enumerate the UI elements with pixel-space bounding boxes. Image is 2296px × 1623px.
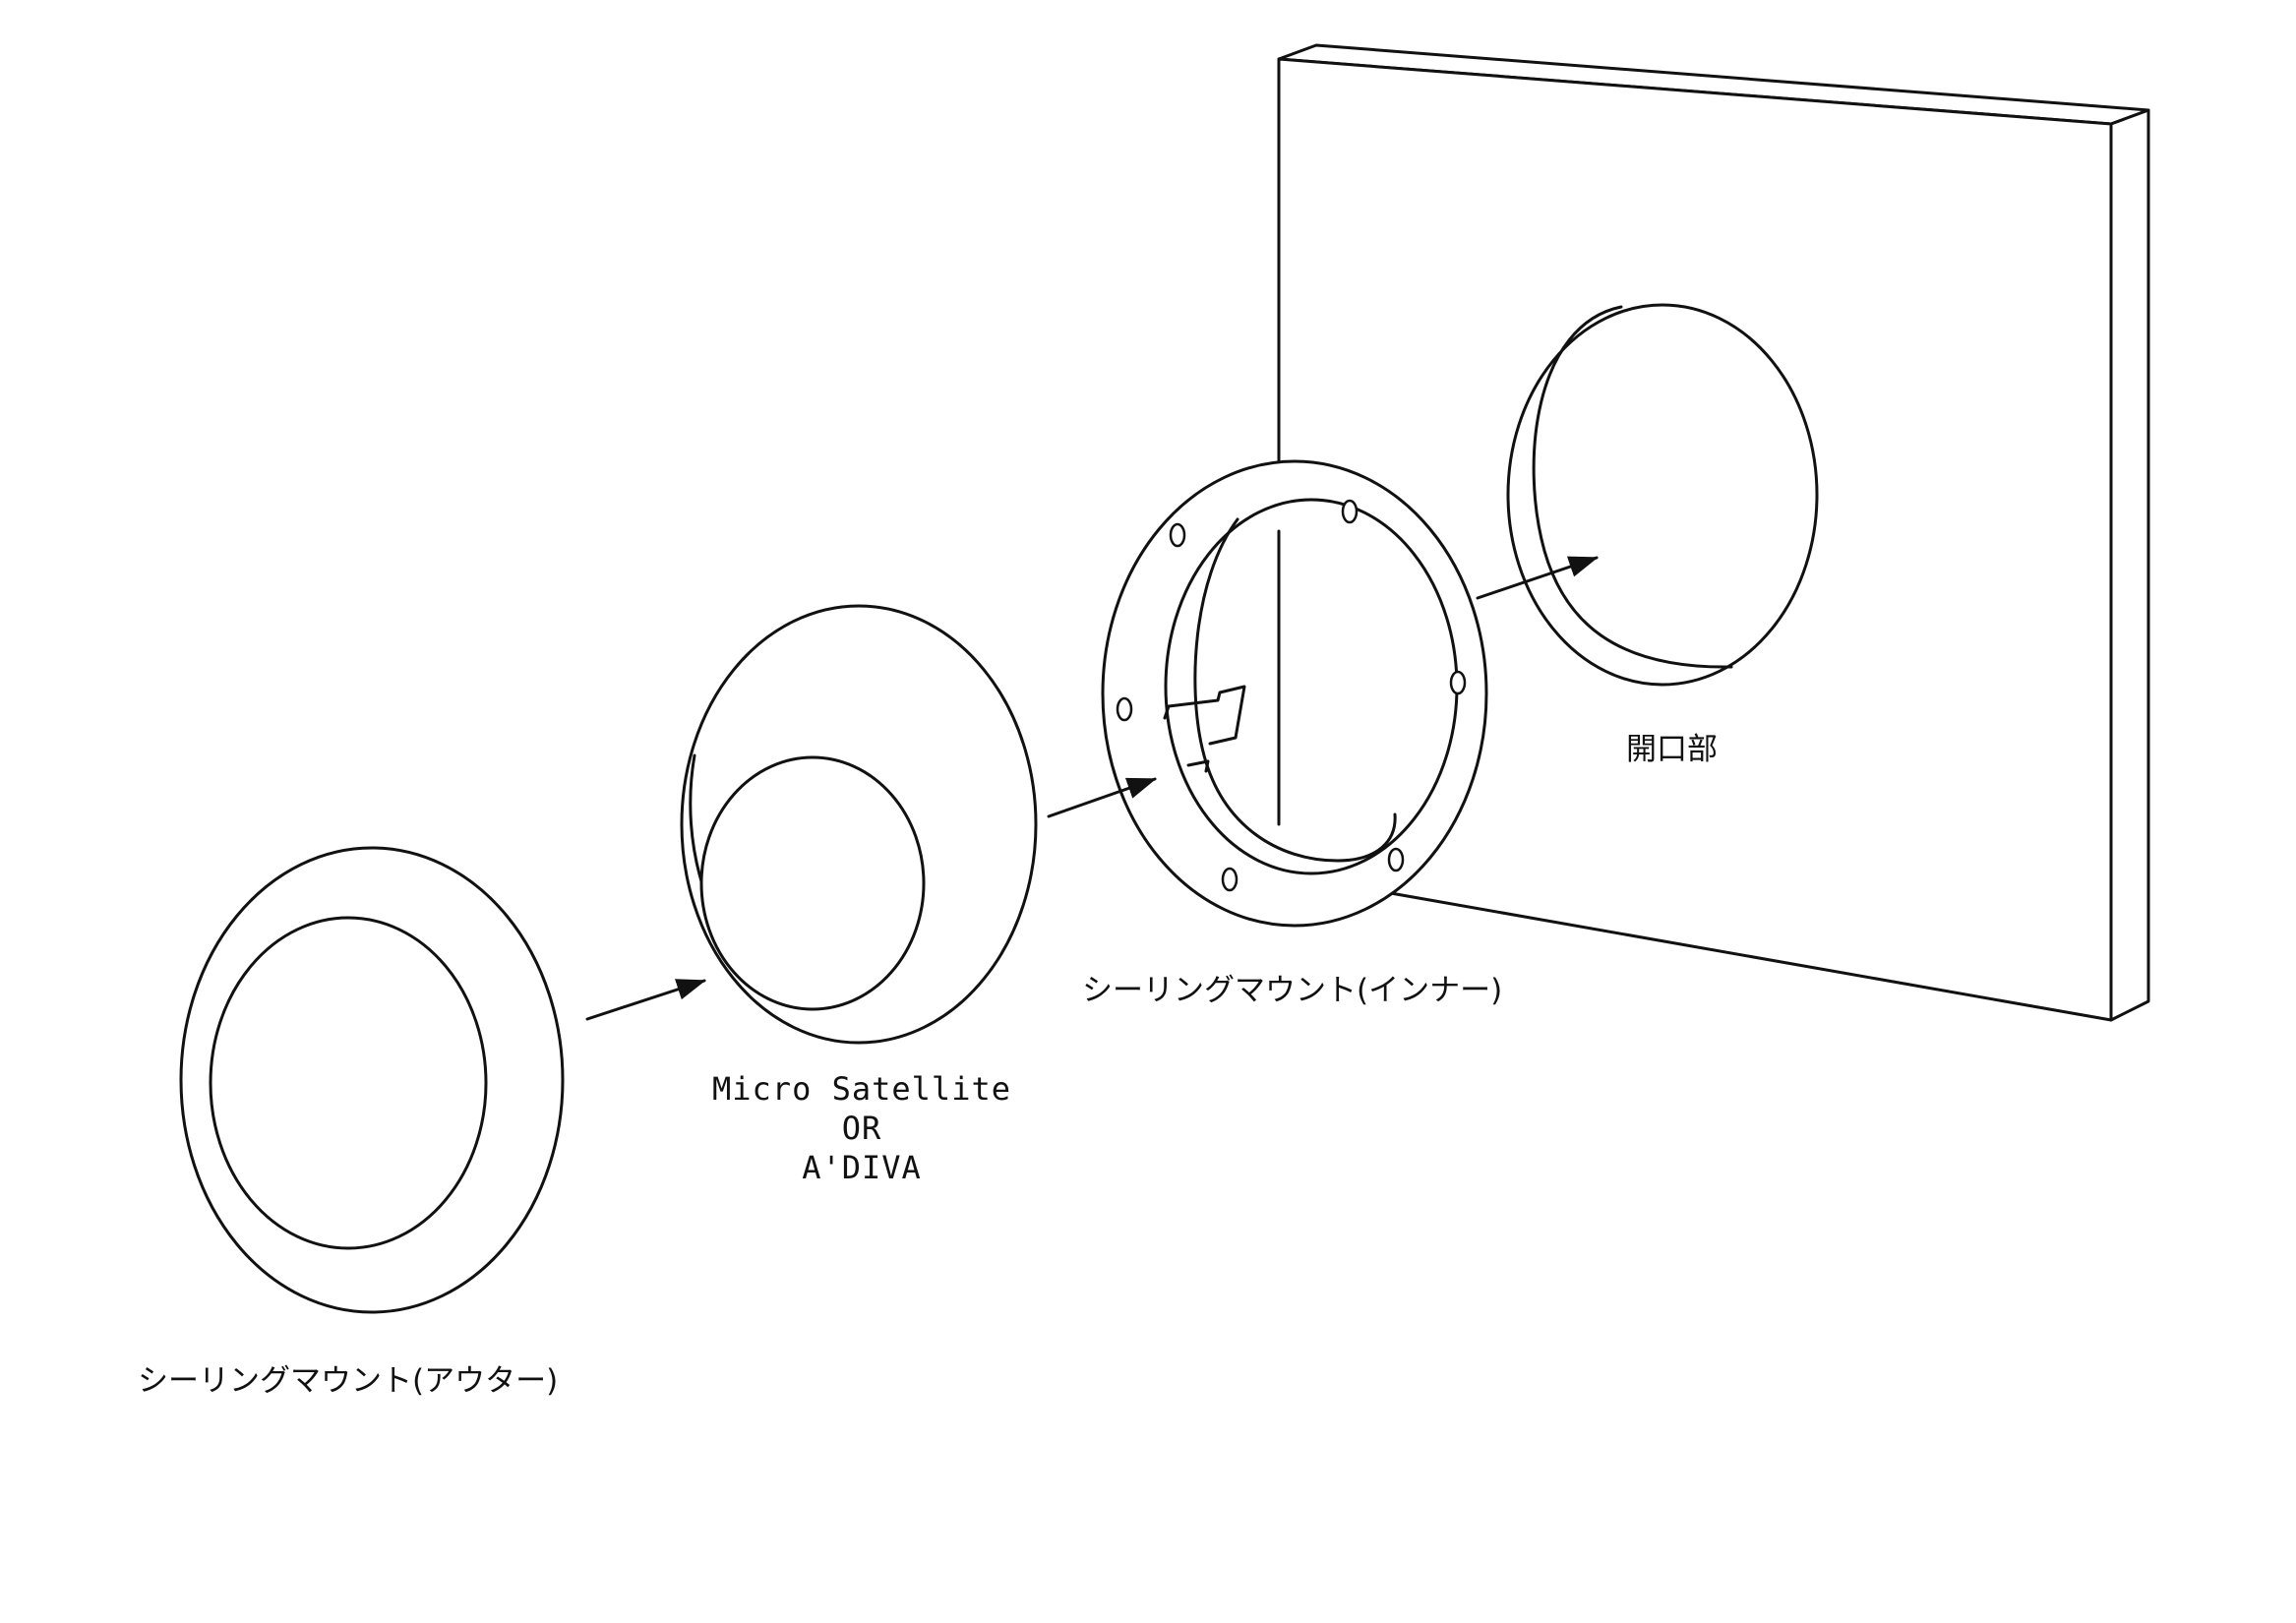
bayonet-tab-upper — [1163, 685, 1246, 746]
outer-ceiling-mount — [179, 846, 565, 1314]
inner-mount-wall-depth — [1193, 517, 1397, 863]
label-inner-mount: シーリングマウント(インナー) — [1082, 973, 1502, 1008]
screw-hole-1 — [1169, 522, 1186, 548]
arrow-outer-to-speaker — [585, 979, 706, 1021]
label-opening: 開口部 — [1626, 732, 1718, 767]
screw-hole-4 — [1449, 670, 1467, 695]
screw-hole-6 — [1387, 847, 1405, 872]
arrow-speaker-to-inner — [1047, 777, 1157, 818]
label-speaker-line2: OR — [842, 1110, 882, 1147]
label-speaker-line3: A'DIVA — [802, 1149, 922, 1186]
inner-mount-bore — [1164, 498, 1459, 875]
speaker-front-baffle — [699, 755, 926, 1011]
label-speaker-line1: Micro Satellite — [712, 1070, 1011, 1108]
speaker-unit — [680, 604, 1038, 1045]
opening-inner-depth — [1532, 305, 1733, 669]
arrow-inner-to-opening — [1476, 556, 1599, 600]
inner-ceiling-mount — [1101, 459, 1488, 928]
label-outer-mount: シーリングマウント(アウター) — [138, 1363, 558, 1399]
outer-mount-opening — [209, 916, 488, 1250]
opening-outer-edge — [1506, 303, 1819, 687]
screw-hole-2 — [1341, 499, 1359, 524]
screw-hole-5 — [1221, 867, 1239, 892]
panel-right-edge — [2109, 108, 2150, 1022]
screw-hole-3 — [1116, 696, 1133, 722]
bayonet-tab-lower — [1186, 759, 1210, 773]
panel-opening — [1506, 303, 1819, 687]
